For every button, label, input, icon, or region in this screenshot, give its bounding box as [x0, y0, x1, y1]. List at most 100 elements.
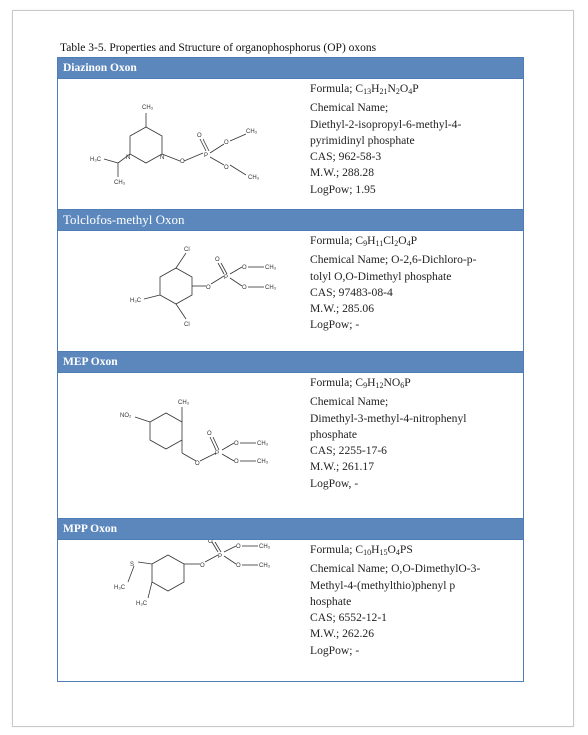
atom-label: CH₃: [246, 129, 258, 135]
atom-label: CH₃: [265, 285, 277, 291]
structure-tolclofos: Cl Cl H₃C O P O O O CH₃ CH₃: [58, 231, 308, 351]
bond: [229, 277, 243, 287]
compound-row-mep: CH₃ NO₂ O P O O O CH₃ CH₃ Formula; C9H12…: [58, 372, 523, 518]
structure-mpp: S H₃C H₃C O P O O O CH₃ CH₃: [58, 540, 308, 681]
chemical-name-line: tolyl O,O-Dimethyl phosphate: [310, 269, 452, 283]
table-caption: Table 3-5. Properties and Structure of o…: [60, 42, 377, 54]
molecular-weight: M.W.; 288.28: [310, 166, 374, 180]
bond: [181, 452, 197, 462]
atom-label: O: [180, 159, 185, 165]
atom-label: NO₂: [120, 413, 132, 419]
atom-label: O: [224, 140, 229, 146]
properties-mpp: Formula; C10H15O4PS Chemical Name; O,O-D…: [308, 540, 523, 681]
cas-number: CAS; 6552-12-1: [310, 611, 387, 625]
atom-label: CH₃: [257, 441, 269, 447]
atom-label: CH₃: [142, 105, 154, 111]
atom-label: O: [236, 563, 241, 569]
bond: [220, 262, 228, 275]
atom-label: P: [224, 275, 228, 281]
atom-label: N: [126, 155, 130, 161]
chemical-name-line: pyrimidinyl phosphate: [310, 133, 415, 147]
compound-row-mpp: S H₃C H₃C O P O O O CH₃ CH₃ Formula; C10…: [58, 539, 523, 681]
bond: [204, 554, 219, 563]
bond: [211, 541, 219, 553]
chemical-name-line: hosphate: [310, 594, 352, 608]
formula-line: Formula; C9H11Cl2O4P: [310, 234, 418, 248]
compound-row-tolclofos: Cl Cl H₃C O P O O O CH₃ CH₃ Formula; C9H…: [58, 230, 523, 351]
atom-label: CH₃: [259, 563, 271, 569]
bond: [214, 541, 222, 553]
bond: [199, 452, 217, 462]
compound-name: Diazinon Oxon: [63, 62, 137, 74]
structure-mep: CH₃ NO₂ O P O O O CH₃ CH₃: [58, 373, 308, 518]
bond: [137, 561, 153, 565]
benzene-ring: [159, 267, 193, 305]
chemical-name-line: Chemical Name; O-2,6-Dichloro-p-: [310, 253, 477, 267]
compound-header-tolclofos: Tolclofos-methyl Oxon: [58, 209, 523, 230]
atom-label: H₃C: [136, 601, 148, 607]
bond: [229, 164, 247, 176]
log-pow: LogPow, -: [310, 476, 359, 490]
bond: [223, 555, 237, 565]
chemical-name-line: phosphate: [310, 427, 358, 441]
atom-label: O: [242, 285, 247, 291]
mep-structure-drawing: CH₃ NO₂ O P O O O CH₃ CH₃: [120, 400, 269, 467]
atom-label: O: [195, 461, 200, 467]
atom-label: O: [236, 544, 241, 550]
properties-diazinon: Formula; C13H21N2O4P Chemical Name; Diet…: [308, 79, 523, 209]
atom-label: H₃C: [114, 585, 126, 591]
atom-label: CH₃: [265, 265, 277, 271]
atom-label: N: [160, 155, 164, 161]
bond: [212, 436, 220, 451]
atom-label: Cl: [184, 247, 190, 253]
bond: [221, 453, 235, 462]
formula-line: Formula; C13H21N2O4P: [310, 82, 419, 96]
bond: [209, 436, 217, 451]
properties-mep: Formula; C9H12NO6P Chemical Name; Dimeth…: [308, 373, 523, 518]
atom-label: O: [234, 441, 239, 447]
bond: [127, 565, 135, 583]
atom-label: O: [215, 257, 220, 263]
atom-label: O: [208, 540, 213, 545]
atom-label: Cl: [184, 322, 190, 328]
compound-name: MPP Oxon: [63, 523, 117, 535]
atom-label: CH₃: [178, 400, 190, 406]
bond: [229, 133, 247, 142]
atom-label: CH₃: [248, 175, 260, 181]
benzene-ring: [151, 554, 185, 592]
cas-number: CAS; 97483-08-4: [310, 285, 393, 299]
atom-label: P: [204, 153, 208, 159]
molecular-weight: M.W.; 262.26: [310, 627, 374, 641]
bond: [117, 153, 131, 164]
atom-label: O: [197, 133, 202, 139]
bond: [223, 545, 237, 553]
bond: [221, 442, 235, 451]
chemical-name-line: Methyl-4-(methylthio)phenyl p: [310, 578, 456, 592]
cas-number: CAS; 2255-17-6: [310, 444, 387, 458]
oxon-properties-table: Diazinon Oxon CH₃ H₃C CH₃ N: [57, 57, 524, 682]
bond: [175, 303, 187, 320]
compound-header-mpp: MPP Oxon: [58, 518, 523, 539]
bond: [147, 581, 153, 599]
atom-label: O: [207, 431, 212, 437]
atom-label: O: [206, 285, 211, 291]
chemical-name-line: Chemical Name;: [310, 395, 389, 409]
bond: [175, 252, 187, 269]
atom-label: O: [242, 265, 247, 271]
atom-label: O: [224, 165, 229, 171]
chemical-name-line: Chemical Name;: [310, 101, 389, 115]
formula-line: Formula; C9H12NO6P: [310, 376, 411, 390]
properties-tolclofos: Formula; C9H11Cl2O4P Chemical Name; O-2,…: [308, 231, 523, 351]
structure-diazinon: CH₃ H₃C CH₃ N N O P O O O CH₃ CH₃: [58, 79, 308, 209]
benzene-ring: [149, 412, 183, 450]
pyrimidine-ring: [129, 126, 163, 164]
atom-label: CH₃: [259, 544, 271, 550]
bond: [217, 262, 225, 275]
chemical-name-line: Diethyl-2-isopropyl-6-methyl-4-: [310, 117, 462, 131]
atom-label: H₃C: [130, 298, 142, 304]
compound-row-diazinon: CH₃ H₃C CH₃ N N O P O O O CH₃ CH₃ Formul…: [58, 78, 523, 209]
mpp-structure-drawing: S H₃C H₃C O P O O O CH₃ CH₃: [114, 540, 271, 607]
compound-name: MEP Oxon: [63, 356, 118, 368]
log-pow: LogPow; -: [310, 643, 360, 657]
bond: [134, 416, 151, 423]
